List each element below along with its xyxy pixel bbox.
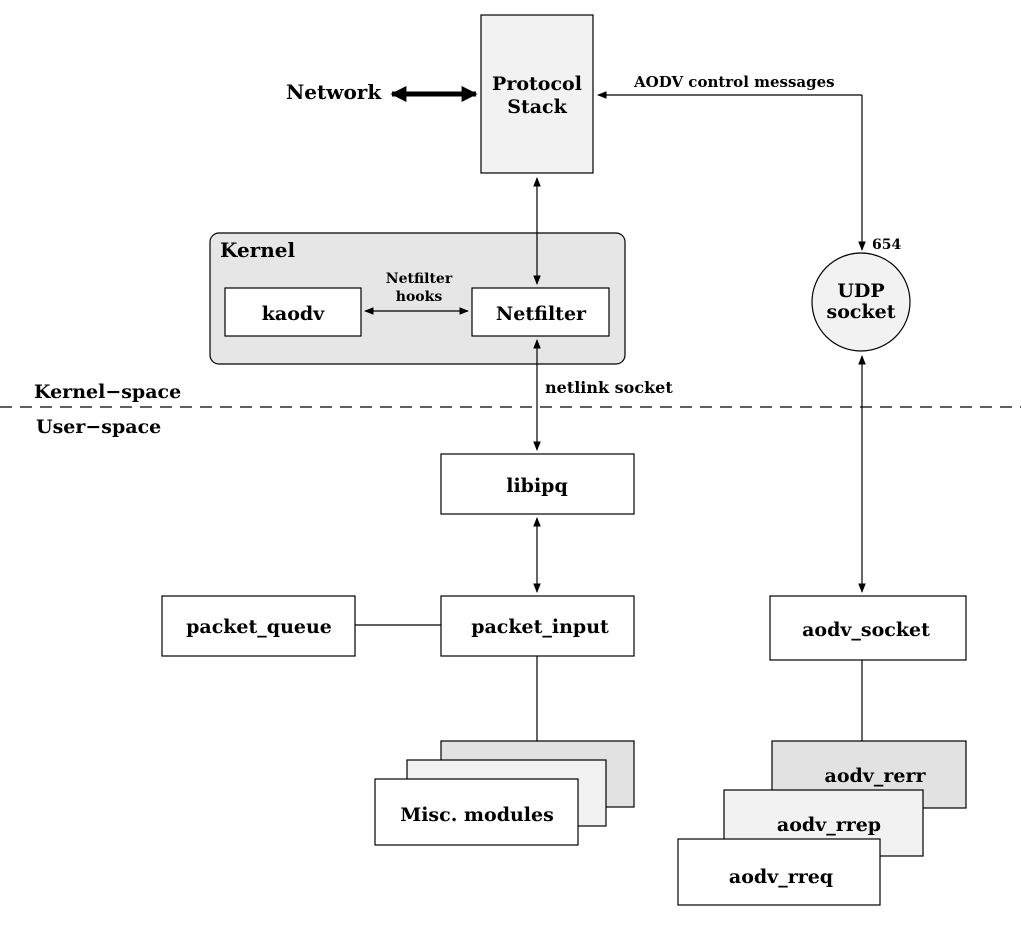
libipq-box [440,453,635,515]
udp-socket-label-line1: UDP [837,280,884,302]
port-label: 654 [872,237,901,253]
packet-queue-box [161,595,356,657]
netfilter-hooks-label-line1: Netfilter [386,271,453,287]
aodv-rerr-label: aodv_rerr [825,765,927,787]
libipq-label: libipq [506,475,568,497]
user-space-label: User−space [36,416,161,438]
protocol-stack-label-line2: Stack [507,96,567,118]
kaodv-label: kaodv [262,303,325,325]
misc-modules-box [374,778,579,846]
netfilter-label: Netfilter [496,303,587,325]
aodv-rreq-box [677,838,881,906]
udp-socket-label-line2: socket [827,301,896,323]
protocol-stack-label-line1: Protocol [492,73,582,95]
kernel-label: Kernel [220,238,295,262]
aodv-socket-box [769,595,967,661]
aodv-rreq-label: aodv_rreq [729,866,833,888]
packet-queue-label: packet_queue [186,616,332,638]
kaodv-box [224,287,362,337]
aodv-control-messages-label: AODV control messages [633,73,835,91]
misc-modules-label: Misc. modules [400,804,554,826]
packet-input-label: packet_input [471,616,609,638]
netlink-socket-label: netlink socket [545,378,673,397]
kernel-space-label: Kernel−space [34,381,181,403]
aodv-socket-label: aodv_socket [802,619,930,641]
protocol-stack-box [480,14,594,174]
network-label: Network [286,80,382,104]
aodv-rrep-label: aodv_rrep [777,814,881,836]
netfilter-hooks-label-line2: hooks [396,289,443,305]
netfilter-box [471,287,610,337]
udp-socket-circle [811,252,911,352]
